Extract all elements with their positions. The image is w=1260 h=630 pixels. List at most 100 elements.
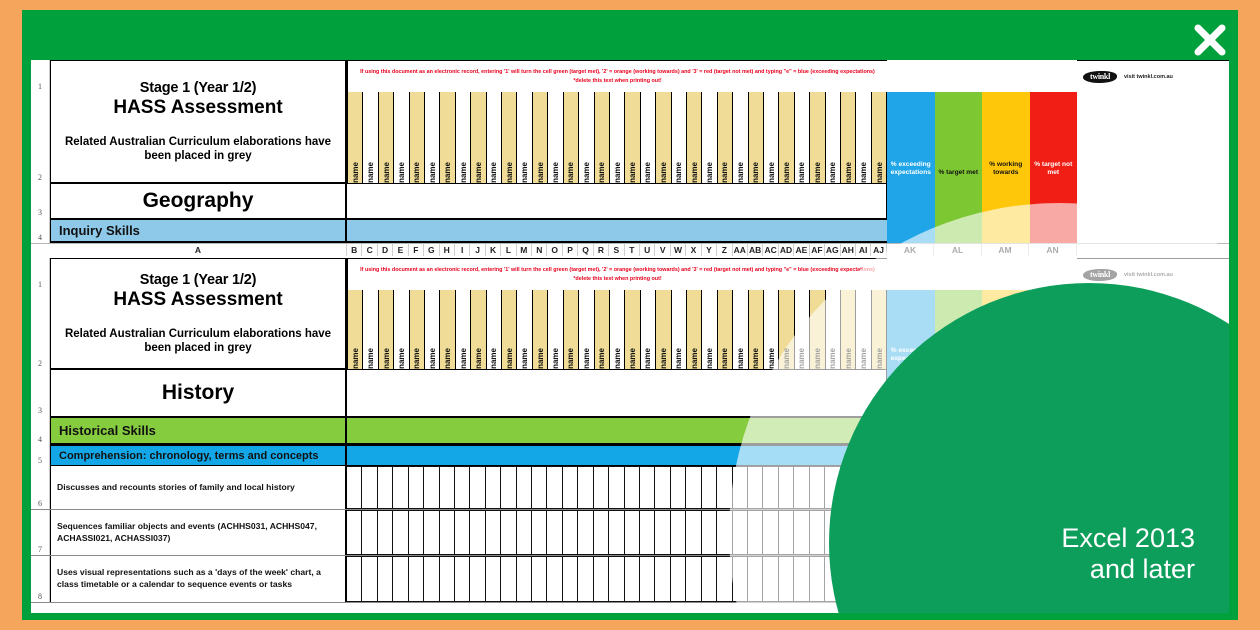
- name-column[interactable]: name: [671, 290, 687, 369]
- name-column[interactable]: name: [779, 92, 795, 183]
- column-header-H[interactable]: H: [439, 244, 455, 256]
- assessment-cell[interactable]: [624, 556, 641, 602]
- assessment-cell[interactable]: [516, 556, 533, 602]
- assessment-cell[interactable]: [347, 466, 363, 509]
- column-header-AB[interactable]: AB: [747, 244, 764, 256]
- name-column[interactable]: name: [841, 92, 857, 183]
- name-column[interactable]: name: [425, 290, 441, 369]
- assessment-cell[interactable]: [701, 510, 718, 555]
- name-column[interactable]: name: [625, 290, 641, 369]
- name-column[interactable]: name: [640, 92, 657, 183]
- assessment-cell[interactable]: [670, 556, 687, 602]
- assessment-cell[interactable]: [593, 466, 610, 509]
- name-column[interactable]: name: [548, 92, 564, 183]
- column-header-AA[interactable]: AA: [732, 244, 748, 256]
- name-column[interactable]: name: [363, 92, 379, 183]
- assessment-cell[interactable]: [454, 466, 471, 509]
- column-header-R[interactable]: R: [593, 244, 610, 256]
- name-column[interactable]: name: [686, 92, 703, 183]
- name-column[interactable]: name: [532, 92, 549, 183]
- column-header-J[interactable]: J: [470, 244, 486, 256]
- assessment-cell[interactable]: [408, 466, 425, 509]
- assessment-cell[interactable]: [393, 466, 409, 509]
- assessment-cell[interactable]: [377, 466, 394, 509]
- assessment-cell[interactable]: [547, 556, 563, 602]
- assessment-cell[interactable]: [578, 510, 594, 555]
- assessment-cell[interactable]: [424, 510, 440, 555]
- name-column[interactable]: name: [471, 92, 487, 183]
- assessment-cell[interactable]: [454, 510, 471, 555]
- name-column[interactable]: name: [563, 290, 580, 369]
- assessment-cell[interactable]: [640, 556, 656, 602]
- name-column[interactable]: name: [471, 290, 487, 369]
- name-column[interactable]: name: [378, 290, 395, 369]
- assessment-cell[interactable]: [485, 556, 502, 602]
- column-header-AD[interactable]: AD: [778, 244, 795, 256]
- column-header-P[interactable]: P: [562, 244, 579, 256]
- assessment-cell[interactable]: [516, 466, 533, 509]
- assessment-cell[interactable]: [624, 466, 641, 509]
- column-header-L[interactable]: L: [501, 244, 517, 256]
- column-header-D[interactable]: D: [377, 244, 394, 256]
- assessment-cell[interactable]: [501, 556, 517, 602]
- name-column[interactable]: name: [532, 290, 549, 369]
- name-column[interactable]: name: [440, 92, 456, 183]
- name-column[interactable]: name: [409, 92, 426, 183]
- name-column[interactable]: name: [794, 92, 811, 183]
- name-column[interactable]: name: [579, 290, 595, 369]
- name-column[interactable]: name: [502, 290, 518, 369]
- assessment-cell[interactable]: [655, 510, 671, 555]
- column-header-X[interactable]: X: [686, 244, 702, 256]
- name-column[interactable]: name: [671, 92, 687, 183]
- assessment-cell[interactable]: [424, 556, 440, 602]
- assessment-cell[interactable]: [501, 466, 517, 509]
- column-header-C[interactable]: C: [362, 244, 378, 256]
- name-column[interactable]: name: [348, 92, 364, 183]
- assessment-cell[interactable]: [532, 510, 548, 555]
- column-header-M[interactable]: M: [516, 244, 533, 256]
- assessment-cell[interactable]: [393, 556, 409, 602]
- assessment-cell[interactable]: [562, 510, 579, 555]
- name-column[interactable]: name: [517, 92, 533, 183]
- assessment-cell[interactable]: [501, 510, 517, 555]
- assessment-cell[interactable]: [578, 466, 594, 509]
- assessment-cell[interactable]: [393, 510, 409, 555]
- assessment-cell[interactable]: [347, 556, 363, 602]
- name-column[interactable]: name: [394, 92, 410, 183]
- assessment-cell[interactable]: [609, 510, 625, 555]
- column-header-AF[interactable]: AF: [809, 244, 826, 256]
- column-header-K[interactable]: K: [485, 244, 502, 256]
- column-header-AI[interactable]: AI: [855, 244, 872, 256]
- assessment-cell[interactable]: [439, 556, 455, 602]
- assessment-cell[interactable]: [593, 510, 610, 555]
- name-column[interactable]: name: [425, 92, 441, 183]
- name-column[interactable]: name: [363, 290, 379, 369]
- assessment-cell[interactable]: [362, 556, 378, 602]
- assessment-cell[interactable]: [547, 510, 563, 555]
- name-column[interactable]: name: [825, 92, 841, 183]
- name-column[interactable]: name: [579, 92, 595, 183]
- assessment-cell[interactable]: [655, 466, 671, 509]
- name-column[interactable]: name: [686, 290, 703, 369]
- column-header-V[interactable]: V: [655, 244, 671, 256]
- assessment-cell[interactable]: [578, 556, 594, 602]
- column-header-T[interactable]: T: [624, 244, 641, 256]
- name-column[interactable]: name: [625, 92, 641, 183]
- assessment-cell[interactable]: [485, 510, 502, 555]
- assessment-cell[interactable]: [532, 466, 548, 509]
- column-header-AE[interactable]: AE: [794, 244, 810, 256]
- assessment-cell[interactable]: [439, 466, 455, 509]
- name-column[interactable]: name: [394, 290, 410, 369]
- assessment-cell[interactable]: [670, 466, 687, 509]
- name-column[interactable]: name: [763, 290, 780, 369]
- assessment-cell[interactable]: [640, 510, 656, 555]
- column-header-Q[interactable]: Q: [578, 244, 594, 256]
- assessment-cell[interactable]: [686, 466, 702, 509]
- column-header-AG[interactable]: AG: [825, 244, 841, 256]
- assessment-cell[interactable]: [655, 556, 671, 602]
- name-column[interactable]: name: [594, 92, 610, 183]
- column-header-I[interactable]: I: [454, 244, 471, 256]
- close-icon[interactable]: [1190, 20, 1230, 60]
- assessment-cell[interactable]: [701, 466, 718, 509]
